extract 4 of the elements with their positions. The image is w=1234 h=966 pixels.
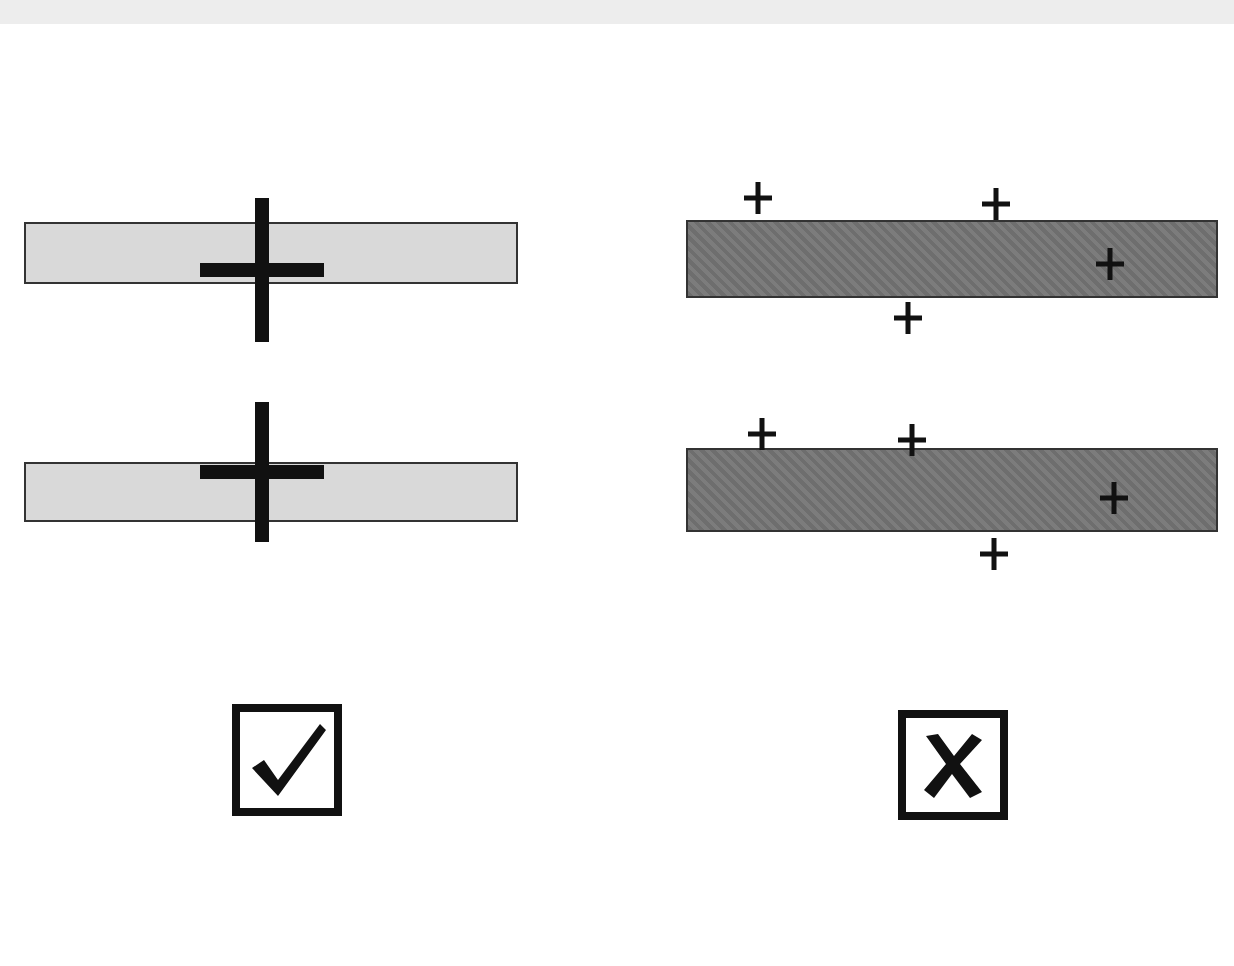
plain-bar <box>24 462 518 522</box>
textured-bar <box>686 220 1218 298</box>
textured-bar <box>686 448 1218 532</box>
plain-bar <box>24 222 518 284</box>
